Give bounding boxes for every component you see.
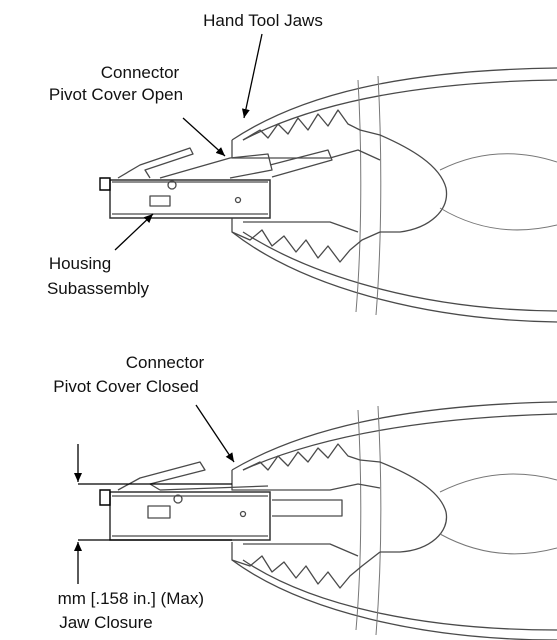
tool-closed-view xyxy=(78,401,557,640)
label-connector-top: Connector xyxy=(100,63,180,82)
label-housing: Housing xyxy=(48,254,112,273)
label-jaw-closure: Jaw Closure xyxy=(59,613,153,632)
leader-jaws xyxy=(241,33,263,119)
label-dimension: mm [.158 in.] (Max) xyxy=(57,589,204,608)
leader-pivot-closed xyxy=(195,404,235,463)
label-pivot-cover-open: Pivot Cover Open xyxy=(48,85,184,104)
leader-pivot-open xyxy=(182,117,226,157)
label-pivot-cover-closed: Pivot Cover Closed xyxy=(53,377,199,396)
label-hand-tool-jaws: Hand Tool Jaws xyxy=(203,11,323,30)
label-subassembly: Subassembly xyxy=(46,279,150,298)
tool-open-view xyxy=(99,67,557,323)
label-connector-bottom: Connector xyxy=(125,353,205,372)
leader-housing xyxy=(114,213,154,251)
